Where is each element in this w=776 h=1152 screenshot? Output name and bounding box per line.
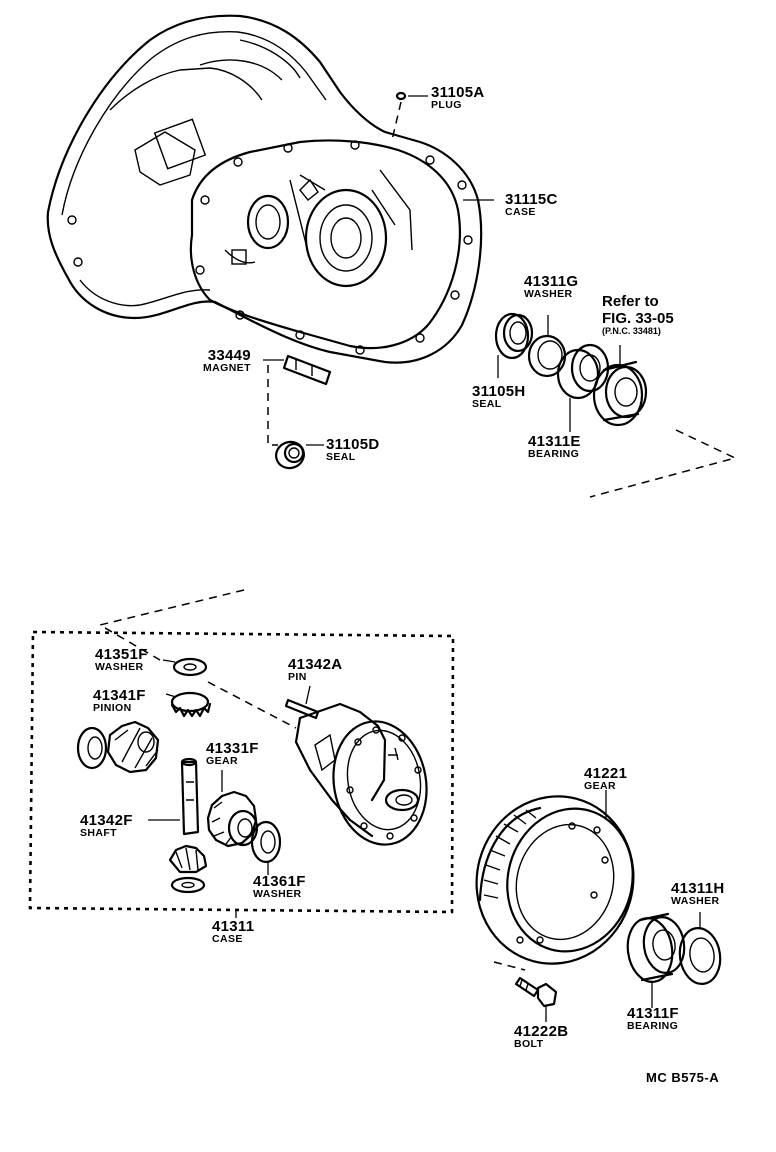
part-number: 41311 [212, 918, 255, 935]
part-name: GEAR [584, 780, 616, 792]
pinion-lower-drawing [168, 844, 208, 874]
washer-41351f-drawing [162, 657, 208, 677]
label-41311g: 41311G WASHER [524, 274, 578, 300]
part-name: SEAL [472, 398, 502, 410]
label-31115c: 31115C CASE [505, 192, 558, 218]
bolt-41222b-drawing [514, 976, 558, 1022]
shaft-41342f-drawing [148, 757, 200, 836]
washer-41361f-drawing [250, 820, 282, 875]
label-41311: 41311 CASE [212, 919, 254, 945]
gear-41331f-drawing [206, 770, 259, 848]
part-name: WASHER [253, 888, 302, 900]
connection-line [589, 429, 738, 498]
reference-line3: (P.N.C. 33481) [602, 326, 661, 336]
magnet-drawing [263, 354, 332, 446]
part-name: WASHER [524, 288, 573, 300]
label-41342f: 41342F SHAFT [80, 813, 133, 839]
label-41222b: 41222B BOLT [514, 1024, 568, 1050]
part-name: PINION [93, 702, 132, 714]
part-number: 41361F [253, 873, 306, 890]
part-number: 41311G [524, 273, 579, 290]
washer-left-drawing [76, 726, 108, 770]
differential-case-drawing [294, 702, 428, 846]
part-name: PIN [288, 671, 307, 683]
transaxle-case-drawing [46, 14, 483, 364]
part-name: CASE [212, 933, 243, 945]
bearing-41311f-drawing [626, 912, 686, 1008]
seal-31105h-drawing [494, 312, 534, 378]
part-name: GEAR [206, 755, 238, 767]
part-name: MAGNET [203, 362, 251, 374]
pinion-41341f-drawing [165, 691, 212, 718]
part-name: PLUG [431, 99, 462, 111]
ring-gear-41221-drawing [475, 790, 635, 965]
part-number: 31105D [326, 436, 380, 453]
reference-line2: FIG. 33-05 [602, 310, 674, 327]
label-41221: 41221 GEAR [584, 766, 627, 792]
bearing-41311e-drawing [556, 343, 610, 432]
part-name: SHAFT [80, 827, 117, 839]
part-name: BEARING [627, 1020, 679, 1032]
label-41311h: 41311H WASHER [671, 881, 725, 907]
reference-note: Refer to FIG. 33-05 (P.N.C. 33481) [602, 294, 674, 336]
part-number: 31105A [431, 84, 485, 101]
part-name: CASE [505, 206, 536, 218]
label-31105a: 31105A PLUG [431, 85, 485, 111]
part-name: BOLT [514, 1038, 544, 1050]
part-number: 41341F [93, 687, 146, 704]
part-number: 41331F [206, 740, 259, 757]
bearing-33481-drawing [592, 345, 648, 427]
part-number: 31105H [472, 383, 526, 400]
label-41341f: 41341F PINION [93, 688, 146, 714]
label-31105d: 31105D SEAL [326, 437, 380, 463]
part-name: SEAL [326, 451, 356, 463]
part-number: 41311H [671, 880, 725, 897]
part-number: 41351F [95, 646, 148, 663]
seal-31105d-drawing [275, 440, 324, 470]
assembly-boundary [28, 630, 455, 914]
label-41311f: 41311F BEARING [627, 1006, 679, 1032]
label-33449: 33449 MAGNET [203, 348, 251, 374]
part-number: 41222B [514, 1023, 569, 1040]
label-41342a: 41342A PIN [288, 657, 342, 683]
part-number: 41221 [584, 765, 628, 782]
part-number: 33449 [207, 347, 251, 364]
part-name: BEARING [528, 448, 580, 460]
label-41361f: 41361F WASHER [253, 874, 306, 900]
washer-41311h-drawing [678, 912, 722, 985]
pin-41342a-drawing [284, 685, 320, 720]
side-gear-left-drawing [106, 720, 160, 774]
connection-line [98, 589, 245, 661]
label-41331f: 41331F GEAR [206, 741, 259, 767]
part-number: 41342A [288, 656, 343, 673]
part-number: 31115C [505, 191, 558, 208]
label-31105h: 31105H SEAL [472, 384, 526, 410]
part-name: WASHER [95, 661, 144, 673]
label-41311e: 41311E BEARING [528, 434, 581, 460]
figure-code: MC B575-A [646, 1070, 720, 1085]
washer-lower-drawing [170, 876, 206, 894]
part-number: 41311E [528, 433, 581, 450]
part-number: 41311F [627, 1005, 679, 1022]
reference-line1: Refer to [602, 293, 659, 310]
plug-drawing [391, 91, 428, 141]
part-number: 41342F [80, 812, 133, 829]
part-name: WASHER [671, 895, 720, 907]
label-41351f: 41351F WASHER [95, 647, 148, 673]
